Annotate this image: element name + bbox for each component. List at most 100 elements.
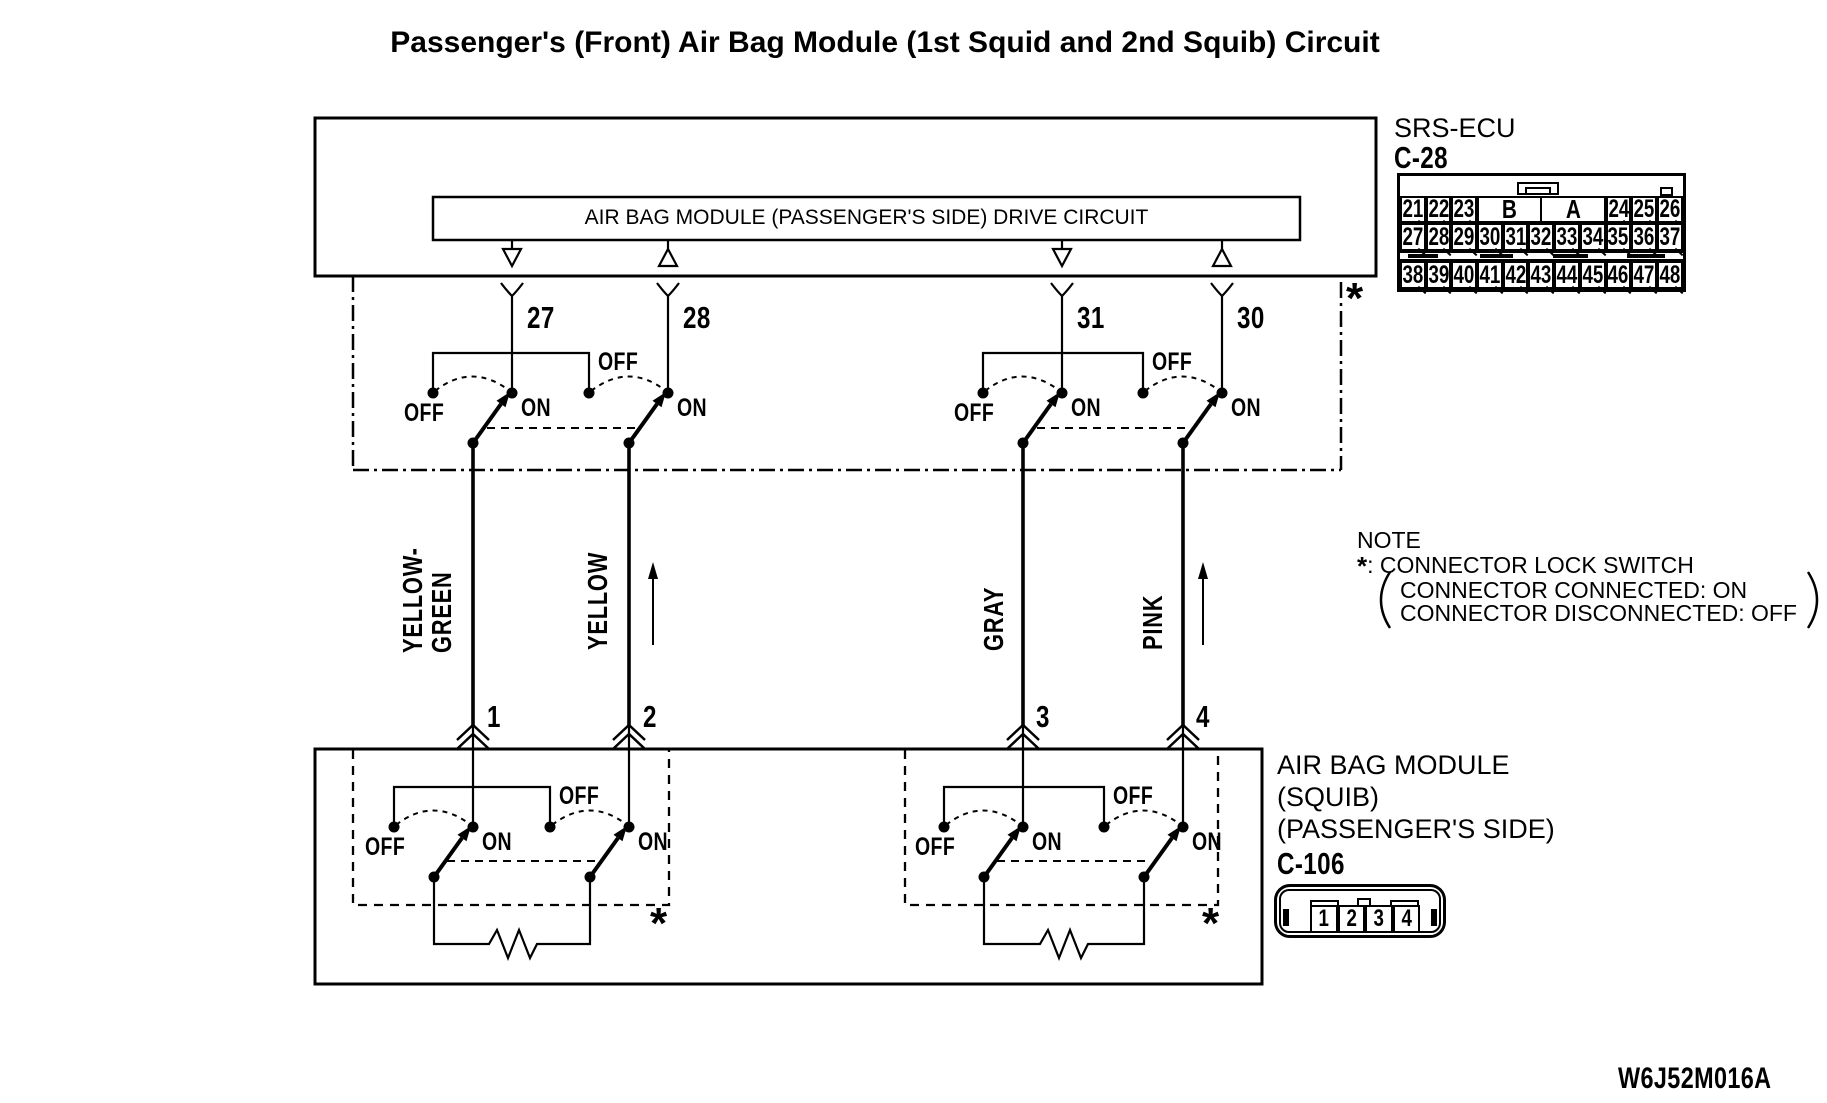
drive-circuit-label: AIR BAG MODULE (PASSENGER'S SIDE) DRIVE … [584, 206, 1149, 229]
srs-ecu-connector-id: C-28 [1394, 140, 1448, 175]
airbag-module-box [313, 747, 1264, 986]
c28-pin-label: 37 [1659, 222, 1681, 251]
switch-arcs [395, 375, 1221, 826]
c28-pin-label: 42 [1505, 260, 1527, 289]
c28-pin-label: 28 [1428, 222, 1449, 251]
drive-circuit-terminals [501, 240, 1233, 269]
switch-on-label: ON [1231, 394, 1262, 422]
pin-number-27: 27 [527, 300, 555, 335]
switch-off-label: OFF [915, 833, 956, 861]
c28-key-bar [1408, 254, 1438, 258]
c28-pin: 33 [1554, 223, 1580, 251]
c28-pin: 31 [1502, 222, 1529, 251]
c28-pin-label: 23 [1453, 195, 1475, 223]
c106-tab-icon [1390, 900, 1419, 907]
switch-off-label: OFF [1152, 348, 1193, 376]
wire-color-gray: GRAY [978, 586, 1009, 651]
c28-pin-label: 41 [1479, 260, 1501, 289]
lock-switch-boundary-bottom [351, 750, 1220, 907]
c28-pin: 28 [1425, 222, 1452, 251]
srs-ecu-box [313, 116, 1378, 278]
c28-group-b: B [1479, 194, 1540, 224]
c28-pin-label: 22 [1428, 195, 1449, 223]
switch-arms [432, 402, 1213, 879]
c28-row-2: 27 28 29 30 31 32 33 34 35 36 37 [1400, 223, 1683, 251]
c28-pin: 41 [1477, 261, 1503, 289]
document-code: W6J52M016A [1618, 1062, 1772, 1095]
c28-pin: 37 [1656, 222, 1683, 251]
c28-pin: 23 [1451, 195, 1478, 223]
c28-key-bar [1553, 254, 1588, 258]
switch-arm-arrowheads [457, 392, 1220, 842]
c28-pin: 45 [1579, 261, 1606, 289]
c28-pin-label: 33 [1556, 222, 1578, 251]
switch-off-label: OFF [1113, 782, 1154, 810]
c28-pin-label: 29 [1453, 222, 1475, 251]
switch-off-label: OFF [598, 348, 639, 376]
c28-pin: 30 [1477, 223, 1503, 251]
switch-on-label: ON [677, 394, 708, 422]
contact-dots [388, 387, 1228, 883]
c28-row-3: 38 39 40 41 42 43 44 45 46 47 48 [1400, 261, 1683, 289]
c28-pin: 25 [1631, 195, 1658, 223]
srs-ecu-label: SRS-ECU [1394, 113, 1516, 143]
switch-on-label: ON [482, 828, 513, 856]
c106-pin-label: 4 [1401, 905, 1412, 932]
lock-switch-asterisk: * [650, 899, 668, 948]
c28-group-label: B [1502, 194, 1518, 224]
switch-on-label: ON [638, 828, 669, 856]
switch-on-label: ON [1032, 828, 1063, 856]
c106-pin: 1 [1310, 905, 1338, 933]
switch-off-label: OFF [365, 833, 406, 861]
c28-pin: 43 [1528, 261, 1555, 289]
c106-pin-row: 1 2 3 4 [1310, 905, 1420, 933]
c106-pin: 2 [1337, 905, 1365, 933]
c28-pin: 22 [1425, 195, 1452, 223]
airbag-module-label-2: (SQUIB) [1277, 782, 1380, 812]
c28-pin-label: 48 [1659, 260, 1681, 289]
airbag-module-label-3: (PASSENGER'S SIDE) [1277, 814, 1555, 844]
c28-keying-strip [1400, 251, 1683, 261]
c28-group-a: A [1540, 194, 1603, 224]
note-heading: NOTE [1357, 527, 1421, 553]
connector-crossing-marks [456, 723, 1200, 750]
note-lock-switch-text: : CONNECTOR LOCK SWITCH [1367, 552, 1694, 578]
c28-pin: 27 [1400, 223, 1426, 251]
c28-pin-label: 40 [1453, 260, 1475, 289]
c28-group-label: A [1565, 194, 1581, 224]
c28-pin: 48 [1656, 260, 1683, 289]
c28-pin-label: 32 [1530, 222, 1552, 251]
c106-pin: 4 [1392, 905, 1420, 933]
c106-pin-label: 3 [1373, 905, 1384, 932]
wire-color-pink: PINK [1137, 594, 1168, 650]
squib-pin-3: 3 [1036, 699, 1050, 734]
c28-pin: 47 [1631, 261, 1657, 289]
switch-off-label: OFF [404, 399, 445, 427]
c28-pin-label: 30 [1479, 222, 1501, 251]
airbag-connector-id: C-106 [1277, 846, 1345, 881]
c28-pin-label: 34 [1582, 222, 1604, 251]
c28-pin: 21 [1400, 195, 1426, 223]
drive-circuit-box [431, 195, 1302, 242]
shorting-bars-bottom [392, 785, 1106, 824]
c28-pin: 32 [1528, 222, 1555, 251]
wire-color-yellow-green-1: YELLOW- [397, 547, 428, 653]
c106-pin: 3 [1365, 905, 1393, 933]
note-asterisk: * [1357, 551, 1368, 581]
c28-pin: 35 [1605, 223, 1632, 251]
lock-switch-boundary-top [351, 276, 1343, 472]
c28-pin-label: 31 [1505, 222, 1527, 251]
c28-connector-diagram: 21 22 23 B A 24 25 26 27 28 29 30 31 32 … [1397, 173, 1686, 292]
switch-link-lines [447, 427, 1187, 862]
c28-pin: 44 [1554, 261, 1580, 289]
c106-pin-label: 2 [1346, 905, 1357, 932]
pin-number-31: 31 [1077, 300, 1105, 335]
pin-number-28: 28 [683, 300, 711, 335]
c28-pin: 38 [1400, 261, 1426, 289]
note-parentheses [1379, 571, 1819, 629]
c106-pin-label: 1 [1318, 905, 1329, 932]
c28-pin-label: 27 [1402, 222, 1424, 251]
c28-latch-inner-icon [1525, 187, 1551, 195]
squib-pin-4: 4 [1196, 699, 1210, 734]
